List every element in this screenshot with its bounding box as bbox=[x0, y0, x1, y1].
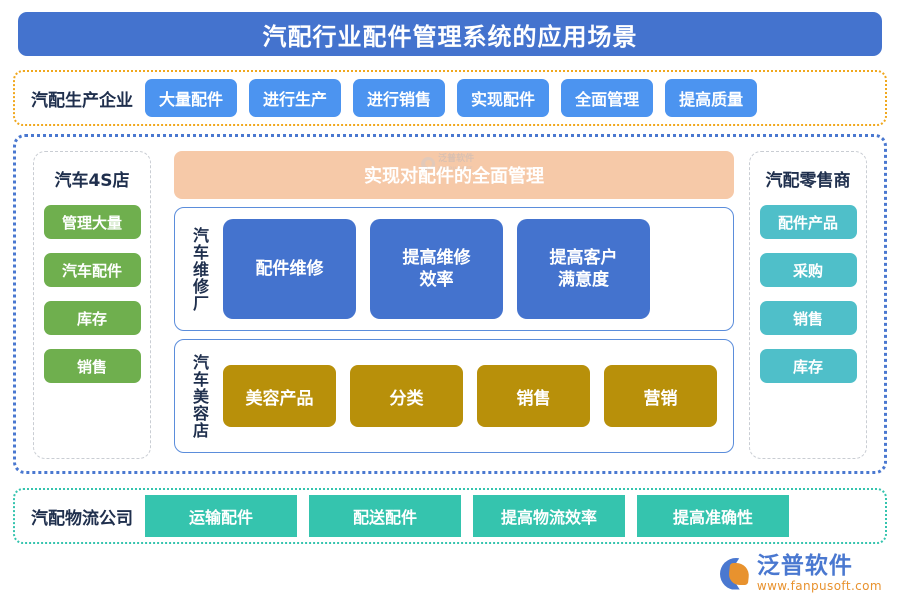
beauty-card-4[interactable]: 营销 bbox=[604, 365, 717, 427]
beauty-shop-panel: 汽车美容店 美容产品 分类 销售 营销 bbox=[174, 339, 734, 453]
main-board: 汽车4S店 管理大量 汽车配件 库存 销售 泛普软件 FANPU SOFT 实现… bbox=[13, 134, 887, 474]
brand-name: 泛普软件 bbox=[756, 553, 853, 579]
logo-swoosh-shape bbox=[727, 562, 751, 585]
producer-chip-5[interactable]: 全面管理 bbox=[561, 79, 654, 117]
dealership-chip-3[interactable]: 库存 bbox=[43, 301, 141, 335]
center-banner-text: 实现对配件的全面管理 bbox=[364, 166, 544, 187]
producer-chip-3[interactable]: 进行销售 bbox=[353, 79, 446, 117]
beauty-card-1[interactable]: 美容产品 bbox=[223, 365, 336, 427]
dealership-chip-2[interactable]: 汽车配件 bbox=[43, 253, 141, 287]
producer-section: 汽配生产企业 大量配件 进行生产 进行销售 实现配件 全面管理 提高质量 bbox=[13, 70, 887, 126]
dealership-column-title: 汽车4S店 bbox=[54, 171, 130, 191]
watermark-subtext: FANPU SOFT bbox=[438, 167, 473, 173]
retailer-column-title: 汽配零售商 bbox=[765, 171, 851, 191]
retailer-chip-1[interactable]: 配件产品 bbox=[759, 205, 857, 239]
logistics-chip-4[interactable]: 提高准确性 bbox=[637, 495, 789, 537]
logistics-chip-1[interactable]: 运输配件 bbox=[145, 495, 297, 537]
watermark-logo: 泛普软件 FANPU SOFT bbox=[421, 154, 475, 174]
repair-shop-label: 汽车维修厂 bbox=[190, 226, 209, 312]
brand-logo: 泛普软件 www.fanpusoft.com bbox=[719, 553, 882, 593]
beauty-card-2[interactable]: 分类 bbox=[350, 365, 463, 427]
logistics-chip-2[interactable]: 配送配件 bbox=[309, 495, 461, 537]
producer-chip-1[interactable]: 大量配件 bbox=[145, 79, 238, 117]
logistics-section: 汽配物流公司 运输配件 配送配件 提高物流效率 提高准确性 bbox=[13, 488, 887, 544]
repair-card-1[interactable]: 配件维修 bbox=[223, 219, 356, 319]
repair-shop-cards: 配件维修 提高维修效率 提高客户满意度 bbox=[215, 219, 721, 319]
brand-url: www.fanpusoft.com bbox=[756, 579, 882, 593]
producer-section-label: 汽配生产企业 bbox=[31, 90, 133, 111]
dealership-chip-1[interactable]: 管理大量 bbox=[43, 205, 141, 239]
beauty-shop-cards: 美容产品 分类 销售 营销 bbox=[215, 365, 721, 427]
retailer-chip-3[interactable]: 销售 bbox=[759, 301, 857, 335]
retailer-chip-4[interactable]: 库存 bbox=[759, 349, 857, 383]
page-title-bar: 汽配行业配件管理系统的应用场景 bbox=[18, 12, 882, 56]
retailer-column: 汽配零售商 配件产品 采购 销售 库存 bbox=[749, 151, 867, 459]
retailer-chip-2[interactable]: 采购 bbox=[759, 253, 857, 287]
center-area: 泛普软件 FANPU SOFT 实现对配件的全面管理 汽车维修厂 配件维修 提高… bbox=[174, 151, 734, 463]
producer-chip-6[interactable]: 提高质量 bbox=[665, 79, 758, 117]
watermark-logo-text: 泛普软件 FANPU SOFT bbox=[438, 154, 475, 174]
repair-shop-panel: 汽车维修厂 配件维修 提高维修效率 提高客户满意度 bbox=[174, 207, 734, 331]
beauty-shop-label: 汽车美容店 bbox=[190, 353, 209, 439]
logistics-chip-3[interactable]: 提高物流效率 bbox=[473, 495, 625, 537]
dealership-chip-4[interactable]: 销售 bbox=[43, 349, 141, 383]
producer-chip-2[interactable]: 进行生产 bbox=[249, 79, 342, 117]
watermark-logo-icon bbox=[421, 157, 436, 172]
logistics-section-label: 汽配物流公司 bbox=[31, 508, 133, 529]
dealership-column: 汽车4S店 管理大量 汽车配件 库存 销售 bbox=[33, 151, 151, 459]
repair-card-2[interactable]: 提高维修效率 bbox=[370, 219, 503, 319]
brand-text-block: 泛普软件 www.fanpusoft.com bbox=[756, 553, 882, 593]
repair-card-3[interactable]: 提高客户满意度 bbox=[517, 219, 650, 319]
beauty-card-3[interactable]: 销售 bbox=[477, 365, 590, 427]
fanpu-logo-icon bbox=[719, 557, 752, 590]
watermark-brand: 泛普软件 bbox=[438, 154, 475, 164]
page-title: 汽配行业配件管理系统的应用场景 bbox=[262, 22, 638, 51]
center-banner: 泛普软件 FANPU SOFT 实现对配件的全面管理 bbox=[174, 151, 734, 199]
producer-chip-4[interactable]: 实现配件 bbox=[457, 79, 550, 117]
